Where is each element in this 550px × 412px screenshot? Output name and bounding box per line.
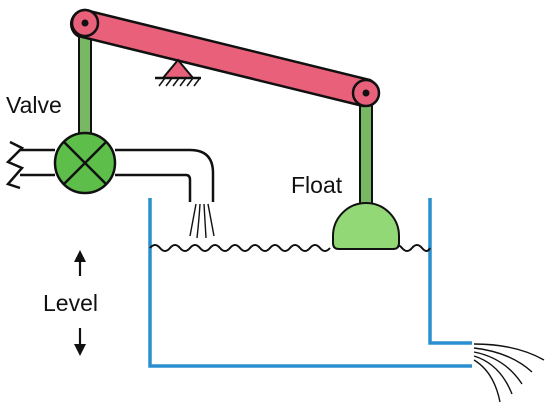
pipe-break-mark	[5, 140, 25, 190]
inflow-water-stream	[189, 203, 215, 239]
float-body	[332, 202, 400, 250]
outlet-pipe	[115, 148, 215, 202]
level-label: Level	[43, 290, 98, 316]
float-rod	[359, 99, 373, 213]
fulcrum	[155, 58, 201, 87]
inlet-pipe	[5, 140, 55, 190]
tank-wall	[148, 198, 472, 368]
valve-stem	[78, 23, 92, 143]
level-arrow-icon	[74, 250, 86, 356]
valve-label: Valve	[6, 92, 62, 118]
valve-icon	[53, 131, 117, 195]
pin-left	[81, 19, 89, 27]
float-label: Float	[291, 172, 343, 198]
lever-arm	[69, 8, 379, 108]
pin-right	[362, 89, 370, 97]
outflow-water-stream	[473, 343, 545, 403]
